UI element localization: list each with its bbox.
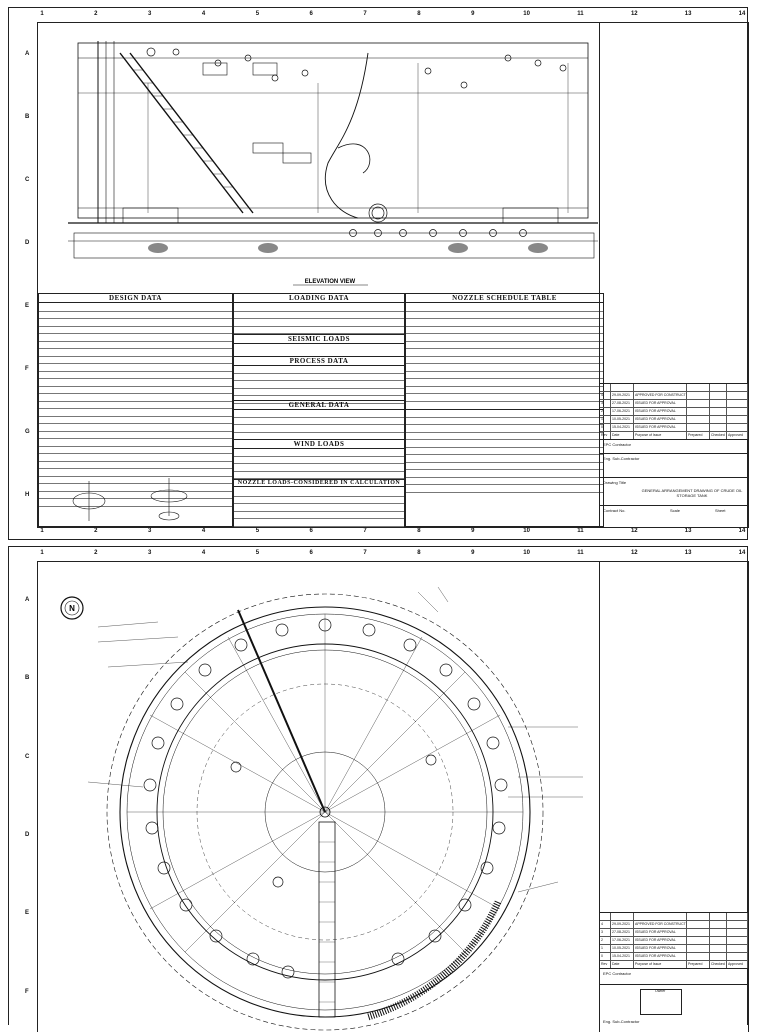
north-arrow-icon: N bbox=[60, 596, 84, 620]
zone-label: 14 bbox=[738, 550, 746, 556]
owner-logo-box: Owner bbox=[640, 989, 682, 1015]
zone-label: 13 bbox=[684, 550, 692, 556]
zone-label: 9 bbox=[471, 550, 475, 556]
zone-label: 13 bbox=[684, 11, 692, 17]
zone-label: 8 bbox=[417, 550, 421, 556]
drawing-title-label: Drawing Title bbox=[603, 480, 627, 485]
zone-label: C bbox=[25, 753, 30, 760]
drawing-sheet-2: 1 2 3 4 5 6 7 8 9 10 11 12 13 14 A B C D… bbox=[8, 546, 749, 1032]
zone-label: 14 bbox=[738, 11, 746, 17]
drawing-frame-2: N bbox=[37, 561, 749, 1032]
process-data-title: PROCESS DATA bbox=[234, 356, 404, 366]
zone-label: E bbox=[25, 910, 30, 917]
zone-label: A bbox=[25, 50, 30, 57]
seismic-loads-title: SEISMIC LOADS bbox=[234, 334, 404, 344]
design-data-table: DESIGN DATA bbox=[38, 293, 233, 527]
nozzle-loads-title: NOZZLE LOADS-CONSIDERED IN CALCULATION bbox=[234, 479, 404, 487]
zone-label: F bbox=[25, 988, 29, 995]
elevation-view: ELEVATION VIEW bbox=[68, 41, 598, 286]
zone-row-top: 1 2 3 4 5 6 7 8 9 10 11 12 13 14 bbox=[37, 11, 747, 17]
zone-label: 2 bbox=[94, 528, 98, 534]
nozzle-schedule-title: NOZZLE SCHEDULE TABLE bbox=[406, 294, 603, 303]
zone-label: 14 bbox=[738, 528, 746, 534]
zone-label: G bbox=[25, 428, 30, 435]
zone-label: 12 bbox=[630, 11, 638, 17]
zone-label: 2 bbox=[94, 550, 98, 556]
nozzle-schedule-table: NOZZLE SCHEDULE TABLE bbox=[405, 293, 604, 527]
zone-label: A bbox=[25, 597, 30, 604]
zone-label: 1 bbox=[40, 11, 44, 17]
agitator-sketch bbox=[72, 478, 188, 521]
elevation-title: ELEVATION VIEW bbox=[305, 279, 356, 285]
zone-label: C bbox=[25, 176, 30, 183]
sheet-label: Sheet bbox=[715, 508, 726, 513]
zone-label: 7 bbox=[363, 528, 367, 534]
zone-label: H bbox=[25, 491, 30, 498]
zone-label: 8 bbox=[417, 528, 421, 534]
zone-label: 7 bbox=[363, 550, 367, 556]
drawing-title: GENERAL ARRANGEMENT DRAWING OF CRUDE OIL… bbox=[641, 488, 743, 498]
zone-label: 5 bbox=[255, 11, 260, 17]
drawing-frame-1: ELEVATION VIEW DESIGN DATA LOADING DATA … bbox=[37, 22, 749, 528]
design-data-title: DESIGN DATA bbox=[39, 294, 232, 303]
zone-label: 10 bbox=[523, 528, 530, 534]
zone-label: 4 bbox=[201, 550, 206, 556]
contractor-label: EPC Contractor bbox=[603, 442, 632, 447]
zone-label: 11 bbox=[577, 550, 584, 556]
zone-label: 8 bbox=[417, 11, 421, 17]
zone-label: B bbox=[25, 675, 30, 682]
zone-label: 6 bbox=[309, 11, 313, 17]
zone-label: 11 bbox=[577, 11, 584, 17]
zone-label: 11 bbox=[577, 528, 584, 534]
zone-row-bottom: 1 2 3 4 5 6 7 8 9 10 11 12 13 14 bbox=[37, 528, 747, 534]
zone-label: 1 bbox=[40, 528, 44, 534]
zone-label: 10 bbox=[523, 11, 530, 17]
zone-label: 6 bbox=[309, 528, 313, 534]
zone-col-left: A B C D E F G H bbox=[25, 22, 30, 526]
contract-no-label: Contract No. bbox=[603, 508, 626, 513]
zone-label: 4 bbox=[201, 528, 206, 534]
zone-label: 5 bbox=[255, 550, 260, 556]
zone-label: 12 bbox=[630, 528, 638, 534]
zone-label: 10 bbox=[523, 550, 530, 556]
zone-label: F bbox=[25, 365, 29, 372]
owner-label: Owner bbox=[655, 989, 666, 993]
zone-label: 3 bbox=[148, 11, 152, 17]
zone-label: 5 bbox=[255, 528, 260, 534]
zone-label: D bbox=[25, 832, 30, 839]
zone-label: 4 bbox=[201, 11, 206, 17]
zone-label: E bbox=[25, 302, 30, 309]
general-data-title: GENERAL DATA bbox=[234, 400, 404, 410]
zone-label: 3 bbox=[148, 528, 152, 534]
zone-label: D bbox=[25, 239, 30, 246]
zone-row-top: 1 2 3 4 5 6 7 8 9 10 11 12 13 14 bbox=[37, 550, 747, 556]
zone-label: 7 bbox=[363, 11, 367, 17]
north-label: N bbox=[69, 604, 75, 613]
plan-view: N bbox=[60, 586, 583, 1031]
zone-label: 13 bbox=[684, 528, 692, 534]
subcontractor-label: Eng. Sub-Contractor bbox=[603, 1019, 640, 1024]
zone-label: 1 bbox=[40, 550, 44, 556]
zone-label: B bbox=[25, 113, 30, 120]
zone-label: 2 bbox=[94, 11, 98, 17]
zone-label: 6 bbox=[309, 550, 313, 556]
wind-loads-title: WIND LOADS bbox=[234, 439, 404, 449]
loading-data-table: LOADING DATA SEISMIC LOADS PROCESS DATA … bbox=[233, 293, 405, 527]
subcontractor-label: Eng. Sub-Contractor bbox=[603, 456, 640, 461]
zone-label: 9 bbox=[471, 528, 475, 534]
zone-label: 3 bbox=[148, 550, 152, 556]
zone-label: 12 bbox=[630, 550, 638, 556]
zone-col-left: A B C D E F bbox=[25, 561, 29, 1031]
zone-label: 9 bbox=[471, 11, 475, 17]
scale-label: Scale bbox=[670, 508, 681, 513]
contractor-label: EPC Contractor bbox=[603, 971, 632, 976]
loading-data-title: LOADING DATA bbox=[234, 294, 404, 303]
drawing-sheet-1: 1 2 3 4 5 6 7 8 9 10 11 12 13 14 1 2 3 4… bbox=[8, 7, 749, 540]
